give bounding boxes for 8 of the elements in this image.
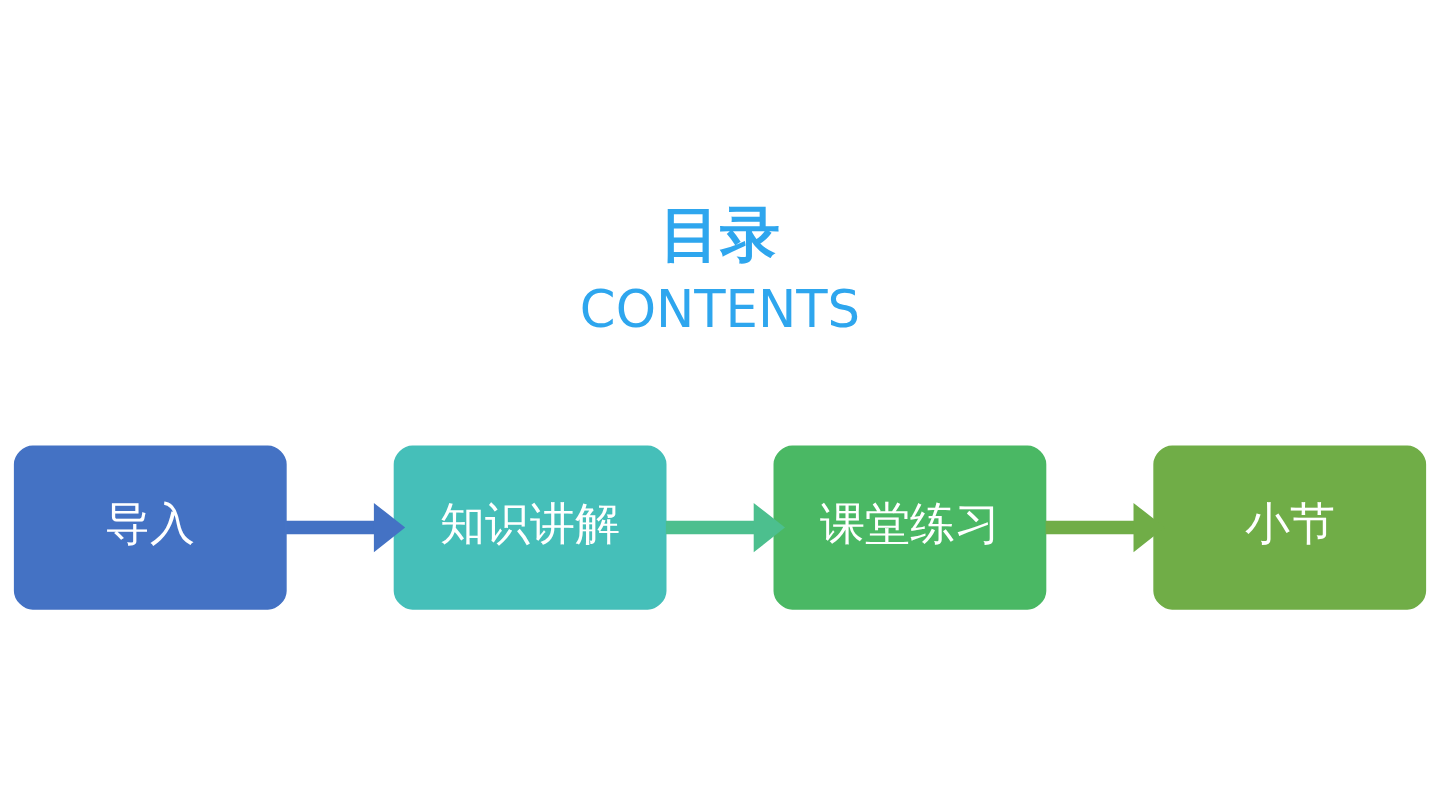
label: CONTENTS: [579, 278, 861, 339]
arrow: [286, 502, 406, 552]
node-box: 导入: [13, 444, 287, 610]
node-box: 课堂练习: [773, 444, 1047, 610]
node-box: 知识讲解: [393, 444, 667, 610]
diagram-title: 目录: [659, 198, 780, 269]
arrow: [665, 502, 785, 552]
node-box: 小节: [1153, 444, 1427, 610]
